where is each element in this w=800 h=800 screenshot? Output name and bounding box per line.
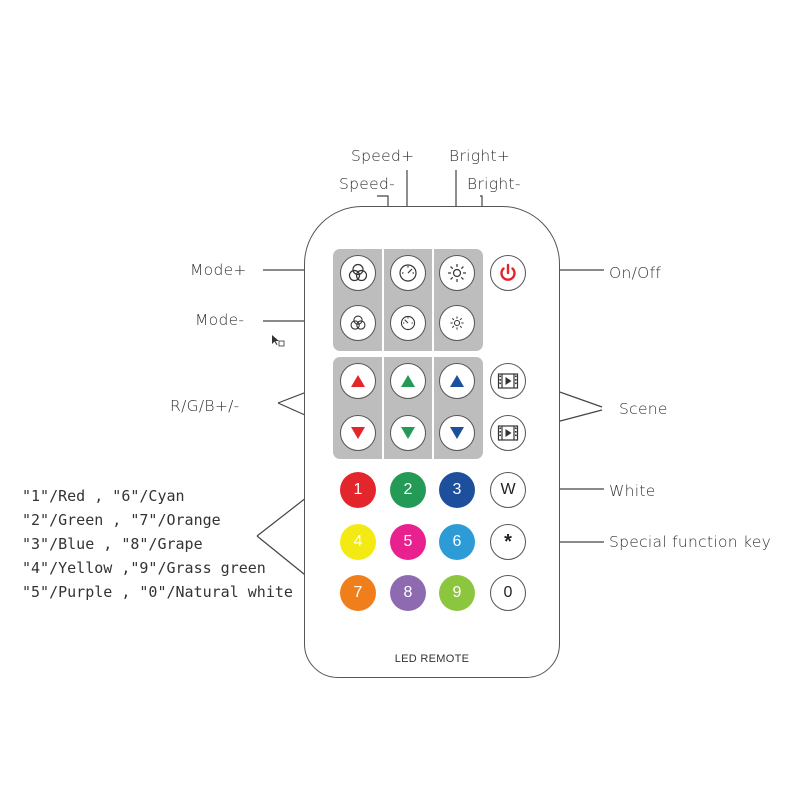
speed-minus-label: Speed- xyxy=(339,175,395,193)
legend-line: "4"/Yellow ,"9"/Grass green xyxy=(22,559,266,577)
mode-plus-button[interactable] xyxy=(340,255,376,291)
triangle-down-icon xyxy=(351,427,365,439)
scene-up-button[interactable] xyxy=(490,363,526,399)
sun-icon xyxy=(448,264,466,282)
triangle-down-icon xyxy=(450,427,464,439)
key-1[interactable]: 1 xyxy=(340,472,376,508)
star-key[interactable]: * xyxy=(490,524,526,560)
key-5[interactable]: 5 xyxy=(390,524,426,560)
mode-plus-label: Mode+ xyxy=(190,261,247,279)
legend-line: "1"/Red , "6"/Cyan xyxy=(22,487,185,505)
triangle-up-icon xyxy=(450,375,464,387)
blue-down-button[interactable] xyxy=(439,415,475,451)
on-off-label: On/Off xyxy=(609,264,662,282)
remote-brand-label: LED REMOTE xyxy=(394,653,470,665)
key-4[interactable]: 4 xyxy=(340,524,376,560)
green-up-button[interactable] xyxy=(390,363,426,399)
legend-line: "3"/Blue , "8"/Grape xyxy=(22,535,203,553)
power-button[interactable] xyxy=(490,255,526,291)
scene-label: Scene xyxy=(619,400,668,418)
led-remote: 1 2 3 W 4 5 6 * 7 8 9 0 LED REMOTE xyxy=(304,206,560,678)
triangle-up-icon xyxy=(401,375,415,387)
speed-minus-button[interactable] xyxy=(390,305,426,341)
green-down-button[interactable] xyxy=(390,415,426,451)
triangle-down-icon xyxy=(401,427,415,439)
scene-down-button[interactable] xyxy=(490,415,526,451)
key-0[interactable]: 0 xyxy=(490,575,526,611)
key-7[interactable]: 7 xyxy=(340,575,376,611)
speedometer-icon xyxy=(399,264,417,282)
white-key[interactable]: W xyxy=(490,472,526,508)
triangle-up-icon xyxy=(351,375,365,387)
speedometer-icon xyxy=(400,315,416,331)
mode-icon xyxy=(350,315,366,330)
blue-up-button[interactable] xyxy=(439,363,475,399)
legend-line: "5"/Purple , "0"/Natural white xyxy=(22,583,293,601)
sun-icon xyxy=(450,316,464,330)
bright-plus-label: Bright+ xyxy=(449,147,511,165)
bright-minus-button[interactable] xyxy=(439,305,475,341)
special-function-label: Special function key xyxy=(609,533,772,551)
mode-minus-button[interactable] xyxy=(340,305,376,341)
key-3[interactable]: 3 xyxy=(439,472,475,508)
mode-icon xyxy=(348,263,368,282)
mode-minus-label: Mode- xyxy=(195,311,245,329)
film-play-icon xyxy=(497,425,519,441)
cursor-icon xyxy=(272,335,285,347)
speed-plus-label: Speed+ xyxy=(351,147,415,165)
film-play-icon xyxy=(497,373,519,389)
white-label: White xyxy=(609,482,656,500)
key-6[interactable]: 6 xyxy=(439,524,475,560)
key-2[interactable]: 2 xyxy=(390,472,426,508)
key-8[interactable]: 8 xyxy=(390,575,426,611)
rgb-label: R/G/B+/- xyxy=(170,397,240,415)
bright-plus-button[interactable] xyxy=(439,255,475,291)
red-down-button[interactable] xyxy=(340,415,376,451)
power-icon xyxy=(500,263,516,281)
bright-minus-label: Bright- xyxy=(467,175,521,193)
legend-line: "2"/Green , "7"/Orange xyxy=(22,511,221,529)
speed-plus-button[interactable] xyxy=(390,255,426,291)
red-up-button[interactable] xyxy=(340,363,376,399)
key-9[interactable]: 9 xyxy=(439,575,475,611)
